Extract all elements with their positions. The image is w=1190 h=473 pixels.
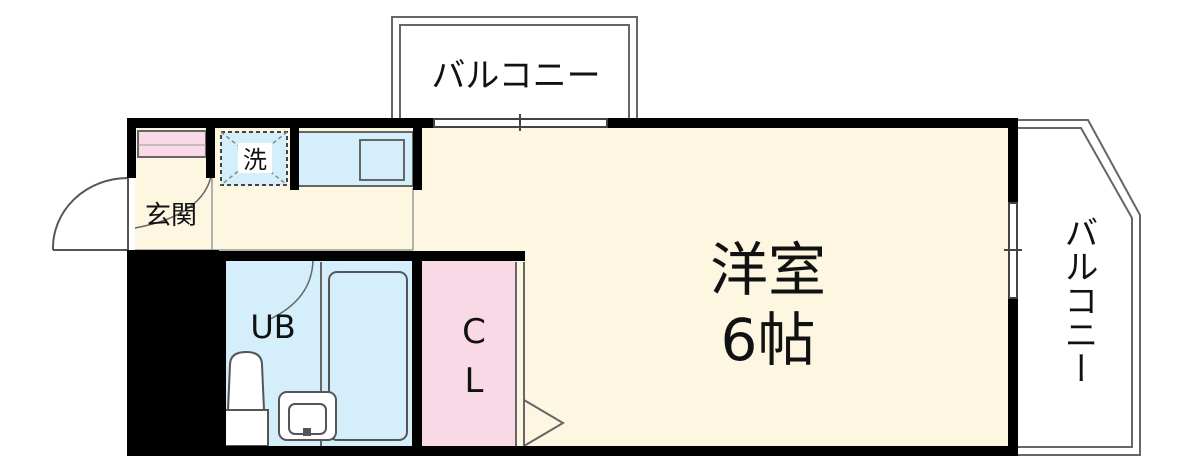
top-balcony: [391, 16, 638, 120]
entrance-label: 玄関: [145, 201, 197, 231]
entrance-door: [51, 171, 213, 251]
toilet: [223, 350, 269, 447]
closet-label-l: L: [465, 361, 484, 401]
closet: [422, 260, 565, 447]
bathroom-label: UB: [250, 308, 295, 346]
balcony-top-label: バルコニー: [431, 56, 600, 96]
washer-space: [220, 131, 288, 186]
right-window: [1004, 202, 1022, 299]
room-size-label: 6帖: [721, 306, 816, 374]
shoe-box: [137, 130, 207, 158]
washer-label: 洗: [243, 146, 267, 174]
room-name-label: 洋室: [710, 236, 826, 304]
kitchen-counter: [297, 131, 414, 187]
sink: [278, 391, 337, 441]
top-window: [433, 114, 608, 131]
balcony-right-label: バルコニー: [1058, 215, 1098, 385]
right-balcony: [1018, 119, 1141, 456]
closet-label-c: C: [462, 312, 486, 352]
walls: [127, 118, 1018, 456]
